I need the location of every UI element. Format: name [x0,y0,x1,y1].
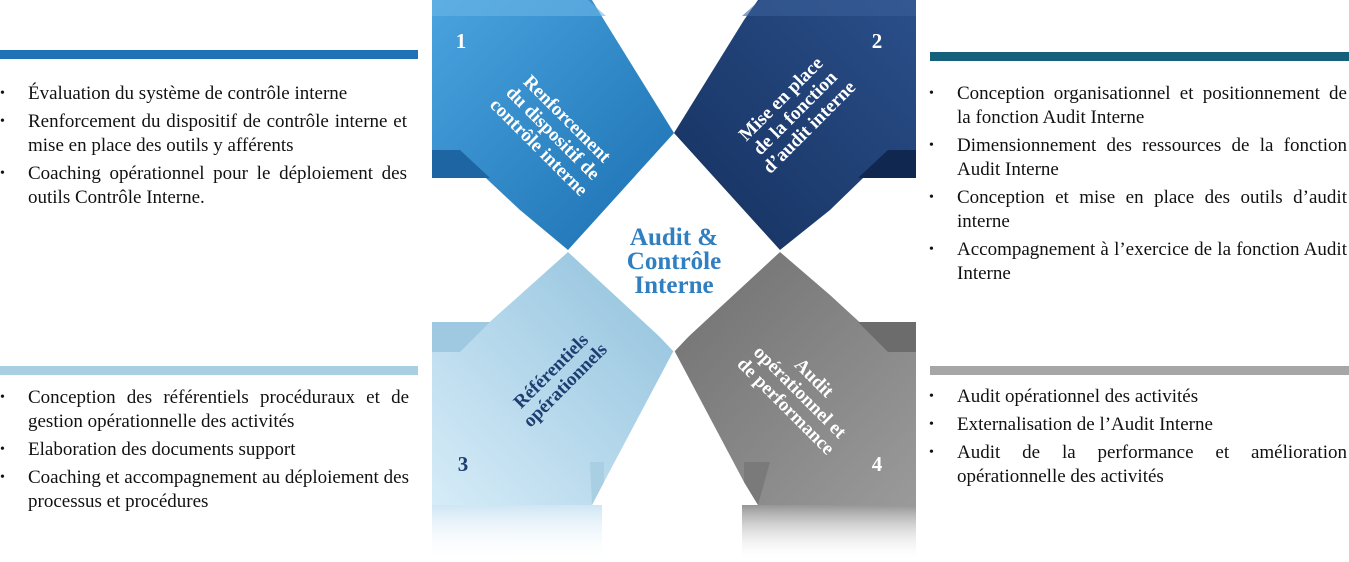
bar-quadrant-1 [0,50,418,59]
list-item-text: Accompagnement à l’exercice de la foncti… [957,239,1347,284]
bullet-icon: • [0,86,5,101]
list-item: • Coaching opérationnel pour le déploieme… [0,162,407,210]
list-item: • Audit de la performance et amélioration… [929,441,1347,489]
center-title-line-2: Contrôle [626,248,722,275]
number-1: 1 [456,29,467,53]
list-item: • Coaching et accompagnement au déploieme… [0,466,409,514]
reflection-3 [432,505,602,562]
list-item: • Conception des référentiels procéduraux… [0,386,409,434]
bullet-icon: • [0,442,5,457]
center-title: Audit & Contrôle Interne [604,224,744,299]
list-item-text: Dimensionnement des ressources de la fon… [957,135,1347,180]
bullet-icon: • [929,190,934,205]
list-item: • Renforcement du dispositif de contrôle … [0,110,407,158]
number-4: 4 [872,452,883,476]
list-item: • Elaboration des documents support [0,438,409,462]
bullet-icon: • [929,417,934,432]
bar-quadrant-2 [930,52,1349,61]
list-item: • Audit opérationnel des activités [929,385,1347,409]
list-item: • Dimensionnement des ressources de la fo… [929,134,1347,182]
list-item-text: Renforcement du dispositif de contrôle i… [28,111,407,156]
list-quadrant-3: • Conception des référentiels procéduraux… [0,386,409,518]
bar-quadrant-4 [930,366,1349,375]
bullet-icon: • [929,242,934,257]
bar-quadrant-3 [0,366,418,375]
list-quadrant-4: • Audit opérationnel des activités • Extern… [929,385,1347,493]
arrow-2 [674,0,916,250]
list-item-text: Audit opérationnel des activités [957,386,1199,407]
bullet-icon: • [929,86,934,101]
list-item-text: Conception organisationnel et positionne… [957,83,1347,128]
center-title-line-3: Interne [634,272,714,299]
list-item-text: Coaching opérationnel pour le déploiemen… [28,163,407,208]
number-3: 3 [458,452,469,476]
list-quadrant-2: • Conception organisationnel et positionn… [929,82,1347,290]
list-item: • Conception organisationnel et positionn… [929,82,1347,130]
bullet-icon: • [0,114,5,129]
list-item-text: Conception et mise en place des outils d… [957,187,1347,232]
list-item-text: Elaboration des documents support [28,439,296,460]
list-item: • Évaluation du système de contrôle inter… [0,82,407,106]
center-title-line-1: Audit & [629,224,719,251]
bullet-icon: • [929,138,934,153]
number-2: 2 [872,29,883,53]
list-item: • Externalisation de l’Audit Interne [929,413,1347,437]
list-item: • Conception et mise en place des outils … [929,186,1347,234]
list-item-text: Évaluation du système de contrôle intern… [28,83,348,104]
bullet-icon: • [0,166,5,181]
bullet-icon: • [0,470,5,485]
bullet-icon: • [929,389,934,404]
list-item-text: Externalisation de l’Audit Interne [957,414,1213,435]
list-item: • Accompagnement à l’exercice de la fonct… [929,238,1347,286]
arrow-1 [432,0,674,250]
bullet-icon: • [929,445,934,460]
list-item-text: Conception des référentiels procéduraux … [28,387,409,432]
bullet-icon: • [0,390,5,405]
list-quadrant-1: • Évaluation du système de contrôle inter… [0,82,407,214]
list-item-text: Audit de la performance et amélioration … [957,442,1347,487]
list-item-text: Coaching et accompagnement au déploiemen… [28,467,409,512]
reflection-4 [742,505,916,562]
arrow-4 [674,252,916,505]
arrow-3 [432,252,674,505]
